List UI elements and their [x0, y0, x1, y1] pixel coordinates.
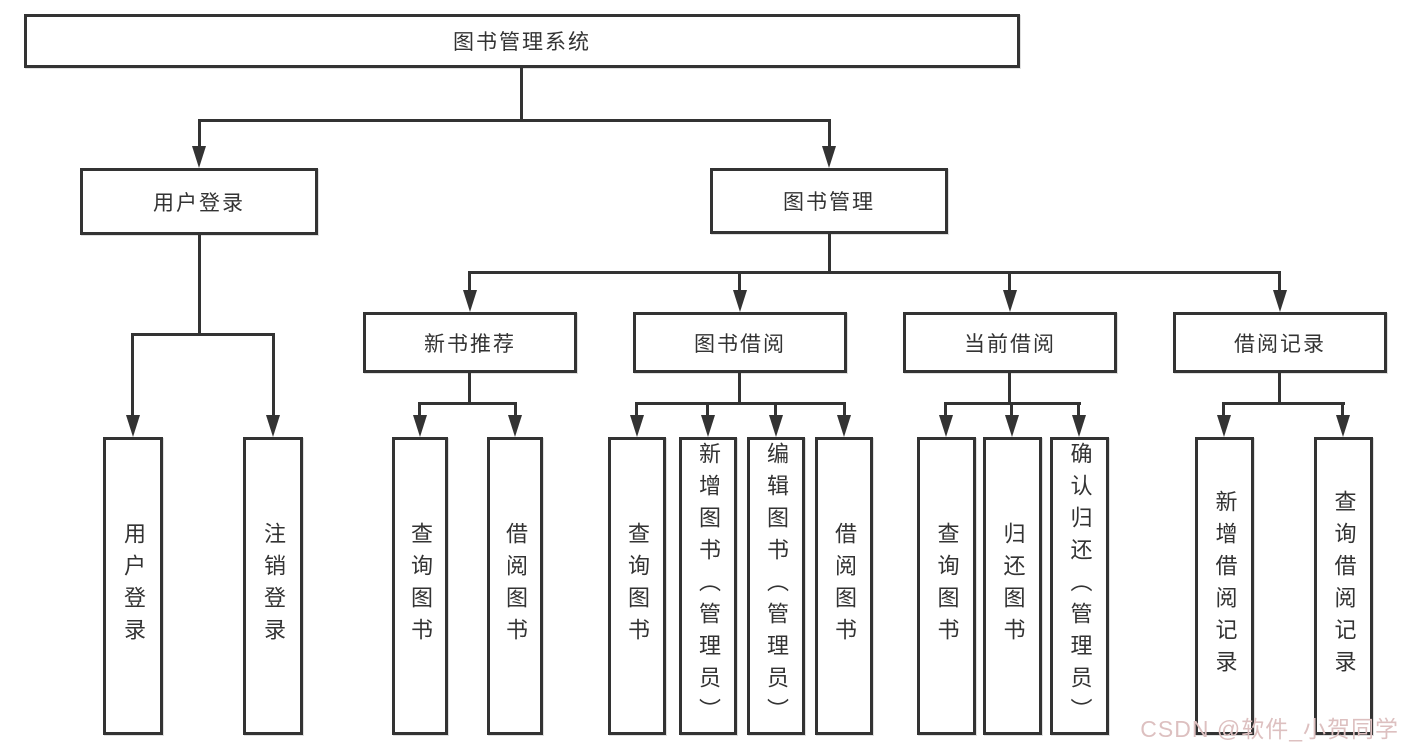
node-current-borrow-label: 当前借阅	[964, 332, 1056, 356]
connector-line	[635, 402, 638, 418]
connector-line	[272, 333, 275, 418]
arrowhead-icon	[1005, 415, 1019, 437]
node-leaf-bb-query-books: 查询图书	[608, 437, 666, 735]
node-leaf-cb-return-books-label: 归还图书	[1000, 522, 1026, 650]
connector-line	[843, 402, 846, 418]
connector-line	[468, 271, 1281, 274]
arrowhead-icon	[701, 415, 715, 437]
connector-line	[1278, 271, 1281, 293]
connector-line	[706, 402, 709, 418]
node-leaf-br-query-record-label: 查询借阅记录	[1331, 490, 1357, 682]
connector-line	[1278, 373, 1281, 405]
connector-line	[131, 333, 275, 336]
arrowhead-icon	[463, 290, 477, 312]
connector-line	[198, 119, 201, 150]
node-leaf-nb-borrow-books: 借阅图书	[487, 437, 543, 735]
node-leaf-logout: 注销登录	[243, 437, 303, 735]
connector-line	[944, 402, 947, 418]
watermark: CSDN @软件_小贺同学	[1140, 716, 1399, 742]
connector-line	[1010, 402, 1013, 418]
node-leaf-br-add-record-label: 新增借阅记录	[1212, 490, 1238, 682]
node-book-mgmt: 图书管理	[710, 168, 948, 234]
node-leaf-br-query-record: 查询借阅记录	[1314, 437, 1373, 735]
connector-line	[131, 333, 134, 418]
connector-line	[468, 271, 471, 293]
connector-line	[1008, 271, 1011, 293]
node-leaf-user-login: 用户登录	[103, 437, 163, 735]
node-leaf-cb-return-books: 归还图书	[983, 437, 1042, 735]
arrowhead-icon	[1003, 290, 1017, 312]
connector-line	[198, 235, 201, 336]
connector-line	[1222, 402, 1225, 418]
node-book-borrow: 图书借阅	[633, 312, 847, 373]
connector-line	[418, 402, 421, 418]
node-user-login: 用户登录	[80, 168, 318, 235]
connector-line	[418, 402, 517, 405]
arrowhead-icon	[733, 290, 747, 312]
connector-line	[468, 373, 471, 405]
node-leaf-bb-edit-books-label: 编辑图书（管理员）	[764, 442, 789, 730]
node-leaf-bb-add-books: 新增图书（管理员）	[679, 437, 737, 735]
node-borrow-record-label: 借阅记录	[1234, 332, 1326, 356]
node-leaf-nb-query-books: 查询图书	[392, 437, 448, 735]
node-leaf-bb-borrow-books-label: 借阅图书	[832, 522, 857, 650]
node-leaf-cb-query-books: 查询图书	[917, 437, 976, 735]
arrowhead-icon	[630, 415, 644, 437]
node-new-book-rec: 新书推荐	[363, 312, 577, 373]
node-leaf-bb-borrow-books: 借阅图书	[815, 437, 873, 735]
connector-line	[828, 119, 831, 150]
node-new-book-rec-label: 新书推荐	[424, 332, 516, 356]
arrowhead-icon	[413, 415, 427, 437]
node-leaf-bb-edit-books: 编辑图书（管理员）	[747, 437, 805, 735]
arrowhead-icon	[266, 415, 280, 437]
node-leaf-cb-query-books-label: 查询图书	[934, 522, 960, 650]
node-borrow-record: 借阅记录	[1173, 312, 1387, 373]
arrowhead-icon	[126, 415, 140, 437]
arrowhead-icon	[192, 146, 206, 168]
connector-line	[1008, 373, 1011, 405]
node-book-mgmt-label: 图书管理	[783, 191, 875, 214]
connector-line	[738, 271, 741, 293]
node-leaf-user-login-label: 用户登录	[121, 522, 146, 650]
arrowhead-icon	[1273, 290, 1287, 312]
node-book-borrow-label: 图书借阅	[694, 332, 786, 356]
connector-line	[1077, 402, 1080, 418]
node-leaf-cb-confirm-return-label: 确认归还（管理员）	[1067, 442, 1093, 730]
connector-line	[1222, 402, 1345, 405]
arrowhead-icon	[1072, 415, 1086, 437]
arrowhead-icon	[822, 146, 836, 168]
node-root: 图书管理系统	[24, 14, 1020, 68]
arrowhead-icon	[769, 415, 783, 437]
node-current-borrow: 当前借阅	[903, 312, 1117, 373]
arrowhead-icon	[1336, 415, 1350, 437]
node-user-login-label: 用户登录	[153, 191, 245, 215]
connector-line	[774, 402, 777, 418]
node-leaf-logout-label: 注销登录	[261, 522, 286, 650]
node-leaf-br-add-record: 新增借阅记录	[1195, 437, 1254, 735]
arrowhead-icon	[508, 415, 522, 437]
connector-line	[828, 234, 831, 274]
arrowhead-icon	[1217, 415, 1231, 437]
node-root-label: 图书管理系统	[453, 31, 591, 54]
connector-line	[520, 68, 523, 122]
arrowhead-icon	[939, 415, 953, 437]
node-leaf-nb-query-books-label: 查询图书	[408, 522, 433, 650]
connector-line	[738, 373, 741, 405]
arrowhead-icon	[837, 415, 851, 437]
node-leaf-bb-query-books-label: 查询图书	[625, 522, 650, 650]
connector-line	[198, 119, 831, 122]
connector-line	[514, 402, 517, 418]
connector-line	[1341, 402, 1344, 418]
node-leaf-bb-add-books-label: 新增图书（管理员）	[696, 442, 721, 730]
node-leaf-cb-confirm-return: 确认归还（管理员）	[1050, 437, 1109, 735]
node-leaf-nb-borrow-books-label: 借阅图书	[503, 522, 528, 650]
connector-line	[635, 402, 846, 405]
